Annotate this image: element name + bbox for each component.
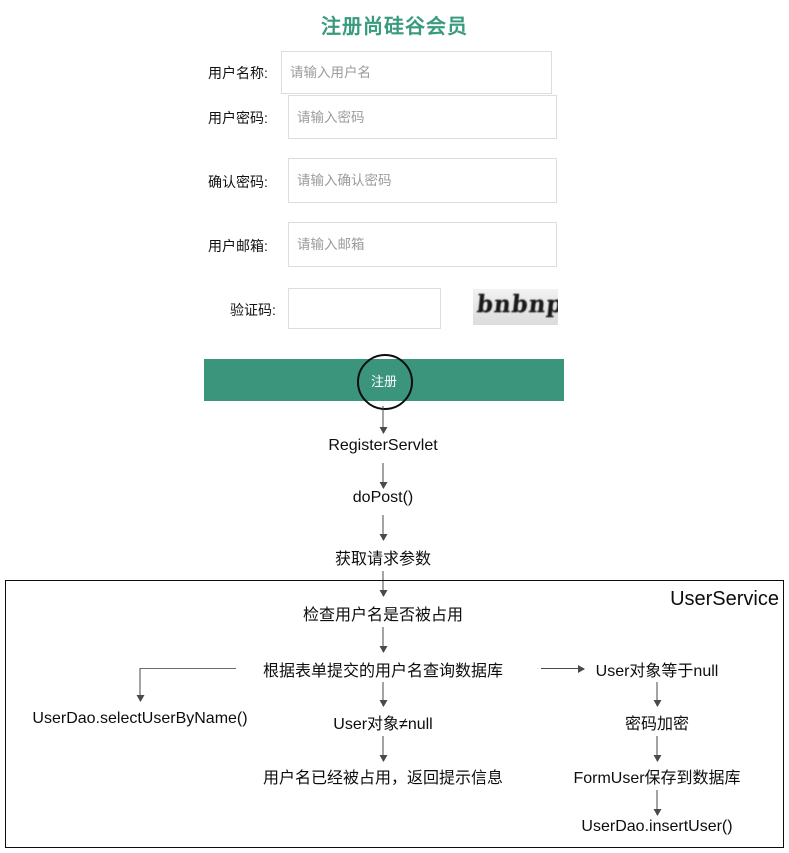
username-input[interactable] (281, 51, 552, 94)
password-label: 用户密码: (208, 110, 268, 126)
elbow-arrow-query-to-selectuser-vertical (139, 668, 141, 701)
arrow-save-to-insert (656, 790, 658, 815)
email-input[interactable] (288, 222, 557, 267)
arrow-getparams-to-check (382, 571, 384, 596)
flow-node-get-params: 获取请求参数 (334, 551, 432, 568)
arrow-button-to-servlet (382, 406, 384, 433)
arrow-dopost-to-getparams (382, 515, 384, 540)
email-label: 用户邮箱: (208, 238, 268, 254)
flow-node-query-db: 根据表单提交的用户名查询数据库 (262, 663, 504, 680)
captcha-text: bnbnp (475, 290, 558, 319)
arrow-check-to-query (382, 627, 384, 652)
confirm-password-label: 确认密码: (208, 174, 268, 190)
page-title: 注册尚硅谷会员 (321, 16, 468, 38)
arrow-query-to-usernull (541, 668, 584, 669)
flow-node-save-formuser: FormUser保存到数据库 (573, 770, 741, 787)
captcha-label: 验证码: (230, 302, 276, 318)
arrow-usernotnull-to-taken (382, 736, 384, 761)
arrow-encrypt-to-save (656, 736, 658, 761)
flow-node-check-username: 检查用户名是否被占用 (302, 607, 464, 624)
flow-node-user-not-null: User对象≠null (333, 716, 433, 733)
username-label: 用户名称: (208, 65, 268, 81)
flow-node-do-post: doPost() (352, 489, 414, 506)
captcha-input[interactable] (288, 288, 441, 329)
register-button[interactable] (204, 359, 564, 401)
flow-node-insert-user: UserDao.insertUser() (581, 818, 733, 835)
arrow-usernull-to-encrypt (656, 682, 658, 706)
elbow-line-query-to-selectuser-horizontal (140, 668, 236, 669)
flow-node-register-servlet: RegisterServlet (328, 437, 438, 454)
userservice-container (5, 580, 784, 848)
password-input[interactable] (288, 95, 557, 139)
flow-node-password-encrypt: 密码加密 (624, 716, 690, 733)
arrow-servlet-to-dopost (382, 463, 384, 488)
userservice-title: UserService (670, 588, 779, 610)
flow-node-select-user-by-name: UserDao.selectUserByName() (32, 710, 248, 727)
arrow-query-to-usernotnull (382, 682, 384, 706)
flow-node-user-null: User对象等于null (595, 663, 719, 680)
captcha-image[interactable]: bnbnp (473, 289, 558, 325)
flow-node-username-taken: 用户名已经被占用，返回提示信息 (262, 770, 504, 787)
confirm-password-input[interactable] (288, 158, 557, 203)
